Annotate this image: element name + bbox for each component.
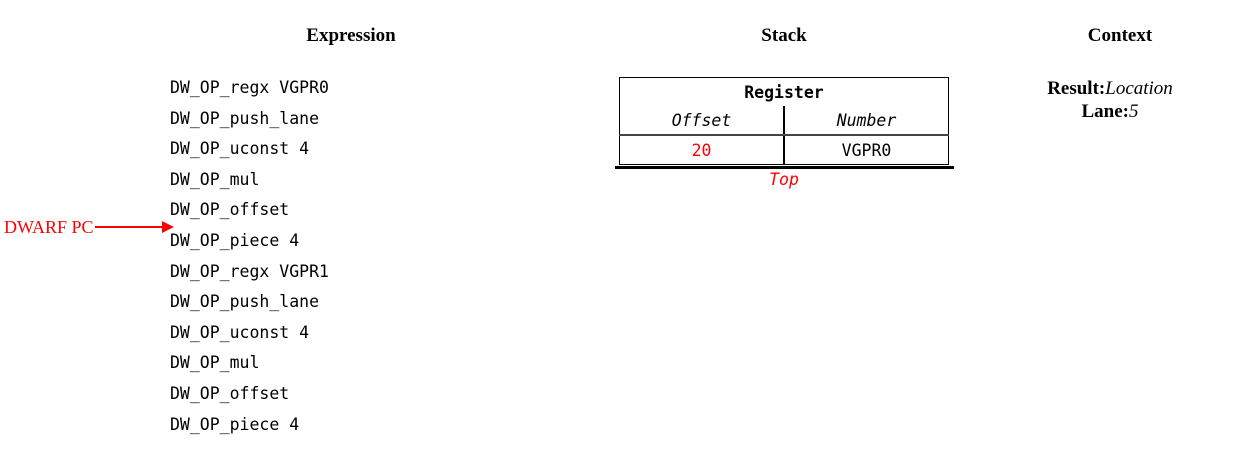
- context-entry-lane: Lane:5: [1000, 100, 1220, 123]
- expression-op-line: DW_OP_push_lane: [170, 292, 320, 312]
- context-column-heading: Context: [1087, 25, 1153, 46]
- stack-column-header-number: Number: [784, 106, 949, 136]
- expression-op-line: DW_OP_push_lane: [170, 108, 320, 128]
- expression-op-line: DW_OP_piece 4: [170, 230, 300, 250]
- stack-table-row: 20 VGPR0: [619, 135, 949, 165]
- expression-op-line: DW_OP_offset: [170, 200, 290, 220]
- expression-op-line: DW_OP_uconst 4: [170, 139, 310, 159]
- stack-cell-number: VGPR0: [841, 140, 892, 160]
- stack-column-header-offset: Offset: [619, 106, 785, 136]
- expression-op-list: DW_OP_regx VGPR0 DW_OP_push_lane DW_OP_u…: [170, 73, 500, 440]
- stack-top-label: Top: [769, 170, 799, 189]
- dwarf-pc-marker: DWARF PC: [4, 212, 174, 242]
- expression-op-line: DW_OP_mul: [170, 169, 260, 189]
- expression-op-line: DW_OP_regx VGPR1: [170, 261, 329, 281]
- stack-table-wrapper: Register Offset Number 20 VGPR0: [619, 77, 949, 165]
- expression-op-line: DW_OP_regx VGPR0: [170, 78, 329, 97]
- context-entry-result: Result:Location: [1000, 77, 1220, 100]
- dwarf-pc-label: DWARF PC: [4, 217, 94, 237]
- stack-top-rule: [615, 166, 954, 169]
- stack-group-header-cell: Register: [744, 82, 824, 102]
- context-key-lane: Lane:: [1081, 101, 1130, 122]
- expression-op-line: DW_OP_mul: [170, 353, 260, 373]
- stack-group-header-row: Register: [620, 78, 949, 107]
- stack-cell-offset: 20: [619, 135, 785, 165]
- stack-subheader-row: Offset Number: [619, 106, 949, 136]
- expression-op-line: DW_OP_uconst 4: [170, 322, 310, 342]
- context-value-lane: 5: [1129, 101, 1139, 122]
- context-key-result: Result:: [1047, 78, 1106, 99]
- context-value-result: Location: [1105, 78, 1173, 99]
- stack-column-heading: Stack: [761, 25, 807, 46]
- stack-table: Register Offset Number 20 VGPR0: [619, 77, 949, 165]
- expression-op-line: DW_OP_piece 4: [170, 414, 300, 434]
- expression-column-heading: Expression: [306, 25, 396, 46]
- expression-op-line: DW_OP_offset: [170, 383, 290, 403]
- dwarf-pc-arrow-icon: [94, 220, 174, 234]
- context-entry-list: Result:Location Lane:5: [1000, 77, 1220, 123]
